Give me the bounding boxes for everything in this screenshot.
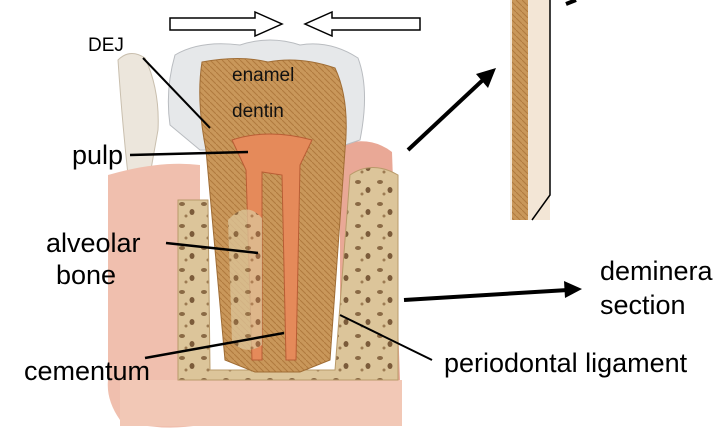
force-arrow-right: [169, 10, 284, 38]
inset-strip: [512, 0, 528, 220]
arrow-to-section-line: [403, 288, 569, 302]
gum-tissue: [107, 163, 200, 428]
bone-socket-inner: [228, 209, 262, 350]
inset-border: [531, 0, 551, 221]
arrow-to-section-head: [564, 281, 582, 298]
leader-cementum: [144, 331, 285, 360]
arrow-to-inset-head: [476, 68, 496, 88]
label-dej: DEJ: [88, 35, 124, 56]
leader-pulp: [129, 150, 249, 157]
tissue-base: [120, 380, 402, 426]
label-bone: bone: [56, 260, 117, 290]
leader-alveolar-bone: [165, 241, 259, 255]
neighbor-tooth-left: [117, 53, 159, 176]
alveolar-bone-shape: [177, 167, 399, 381]
force-arrow-left: [303, 10, 421, 38]
label-enamel: enamel: [232, 65, 295, 86]
label-section: section: [600, 290, 686, 320]
label-dentin: dentin: [232, 101, 284, 122]
label-demineralized: deminera: [600, 256, 713, 286]
label-alveolar: alveolar: [46, 228, 141, 258]
leader-dej: [142, 57, 211, 129]
label-pulp: pulp: [72, 140, 124, 170]
inset-top-stroke: [565, 0, 577, 6]
label-periodontal-ligament: periodontal ligament: [444, 348, 688, 378]
label-cementum: cementum: [24, 356, 151, 386]
leader-periodontal-ligament: [339, 314, 433, 361]
arrow-to-inset-line: [406, 76, 487, 152]
